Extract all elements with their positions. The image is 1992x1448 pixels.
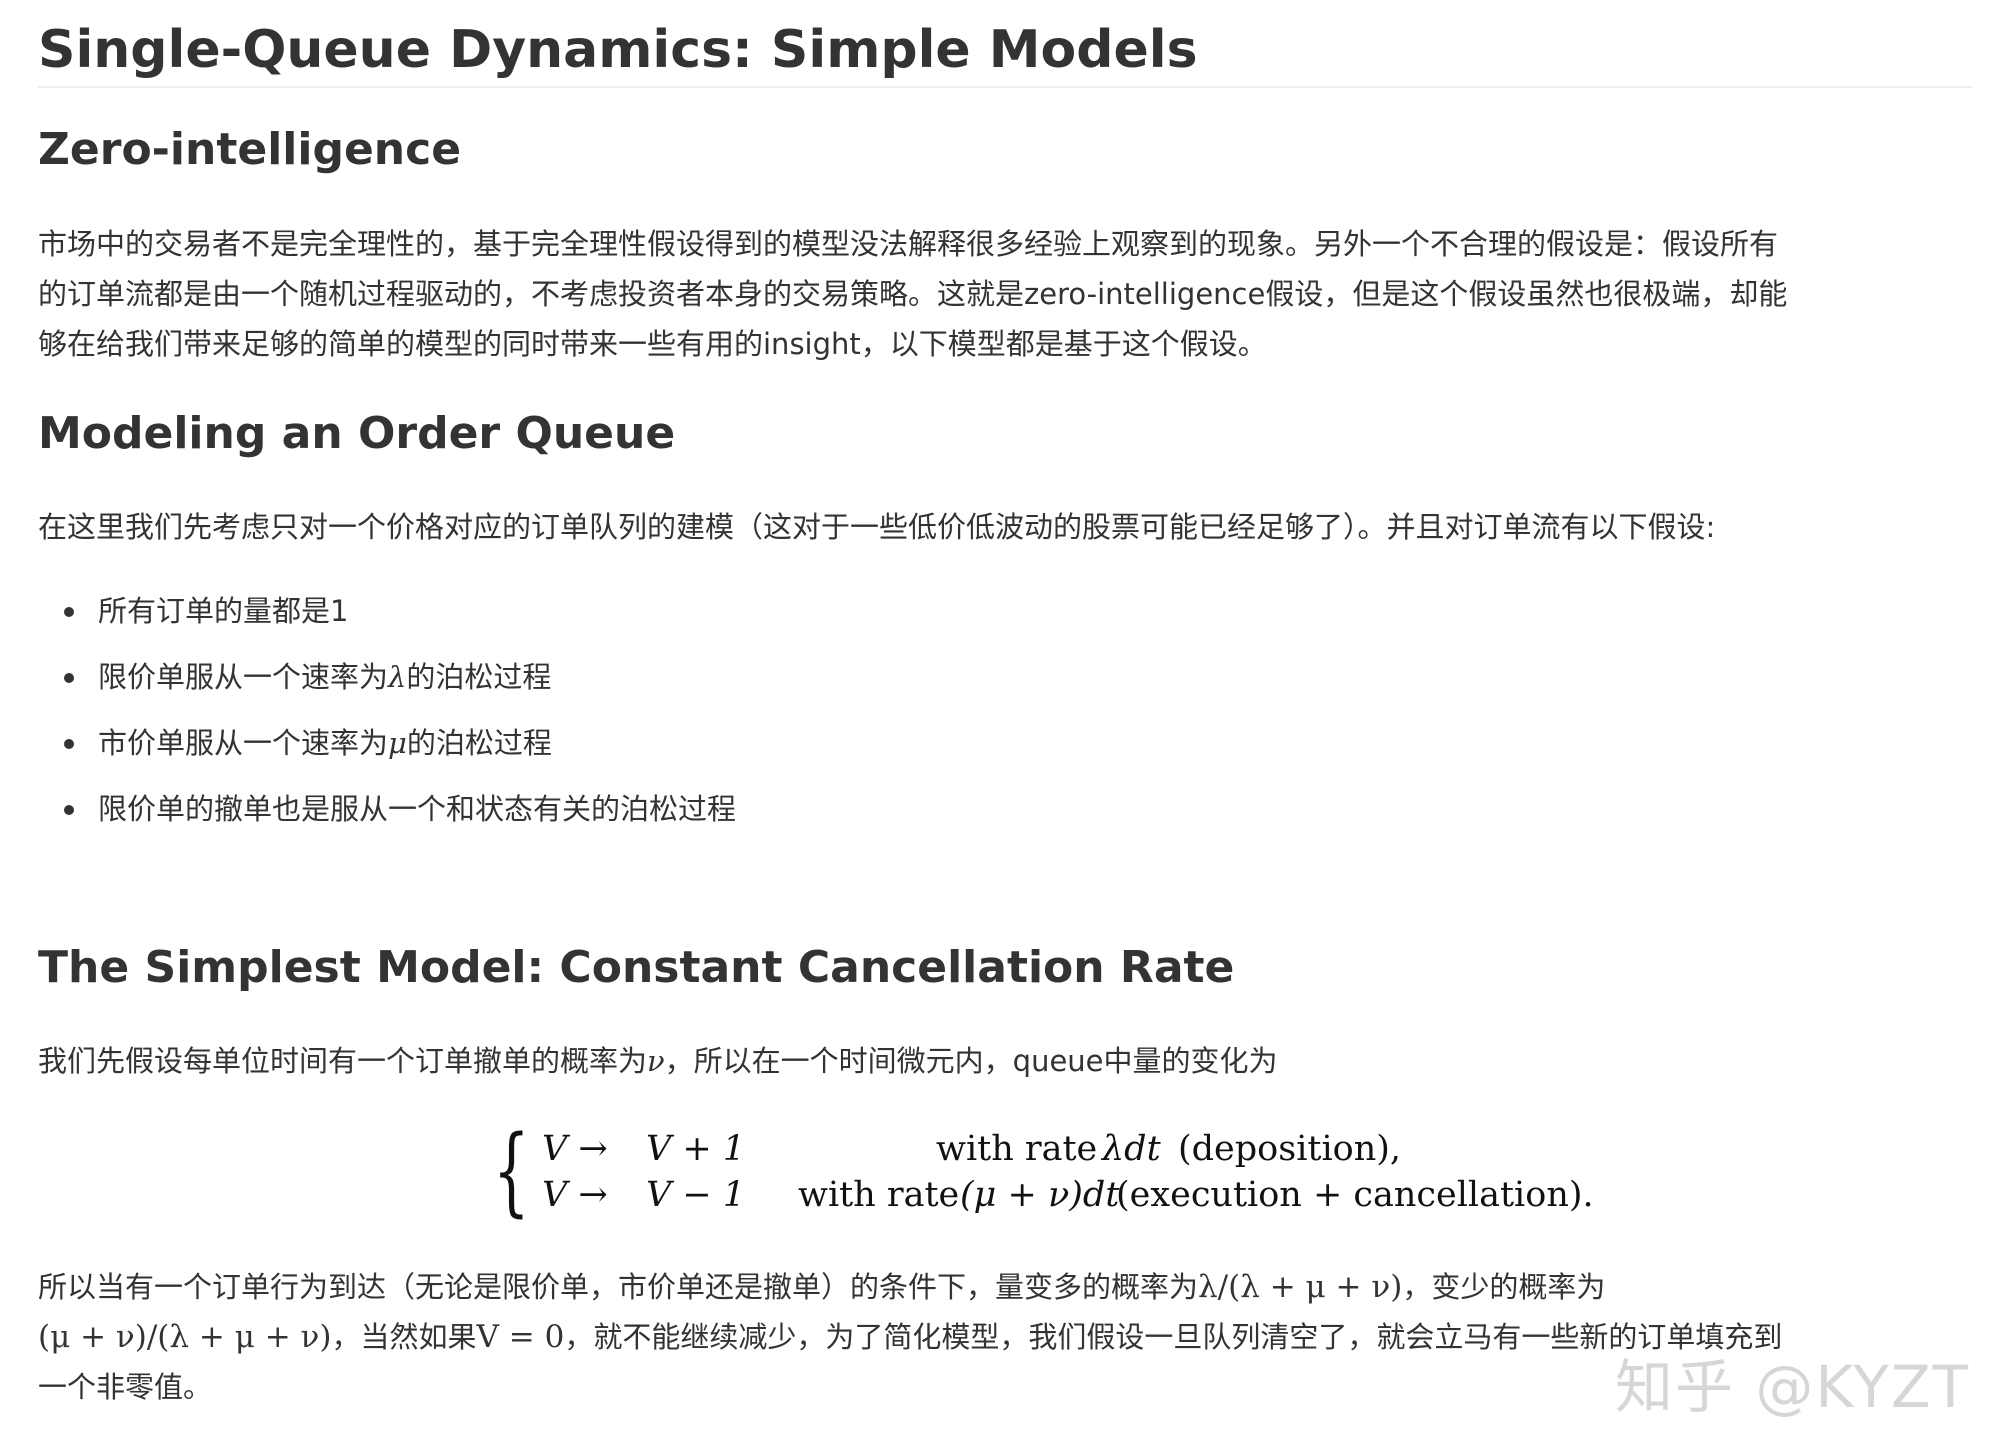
eq-note: (execution + cancellation). [1116, 1175, 1594, 1215]
eq-rhs: V + 1 [646, 1129, 746, 1169]
bullet-icon [64, 673, 74, 683]
list-item: 市价单服从一个速率为μ的泊松过程 [38, 710, 736, 776]
left-brace: { [493, 1115, 530, 1227]
paragraph-simplest-model: 我们先假设每单位时间有一个订单撤单的概率为ν，所以在一个时间微元内，queue中… [38, 1036, 1278, 1086]
assumption-list: 所有订单的量都是1 限价单服从一个速率为λ的泊松过程 市价单服从一个速率为μ的泊… [38, 578, 736, 842]
heading-order-queue: Modeling an Order Queue [38, 408, 676, 459]
eq-rhs: V − 1 [646, 1175, 746, 1215]
paragraph-line: 所以当有一个订单行为到达（无论是限价单，市价单还是撤单）的条件下，量变多的概率为… [38, 1262, 1974, 1312]
intro-text: 我们先假设每单位时间有一个订单撤单的概率为 [38, 1044, 648, 1078]
assumption-text: 的泊松过程 [406, 660, 552, 694]
math-symbol-mu: μ [388, 726, 407, 760]
assumption-text: 限价单服从一个速率为 [98, 660, 389, 694]
list-item: 所有订单的量都是1 [38, 578, 736, 644]
math-up-probability: λ/(λ + μ + ν) [1198, 1269, 1403, 1305]
assumption-text: 限价单的撤单也是服从一个和状态有关的泊松过程 [98, 792, 737, 826]
paragraph-result: 所以当有一个订单行为到达（无论是限价单，市价单还是撤单）的条件下，量变多的概率为… [38, 1262, 1974, 1412]
eq-with-rate: with rate [798, 1175, 960, 1215]
heading-simplest-model: The Simplest Model: Constant Cancellatio… [38, 942, 1235, 993]
list-item: 限价单服从一个速率为λ的泊松过程 [38, 644, 736, 710]
math-down-probability: (μ + ν)/(λ + μ + ν) [38, 1319, 332, 1355]
paragraph-line: 的订单流都是由一个随机过程驱动的，不考虑投资者本身的交易策略。这就是zero-i… [38, 277, 1788, 311]
paragraph-line: 够在给我们带来足够的简单的模型的同时带来一些有用的insight，以下模型都是基… [38, 327, 1267, 361]
zhihu-watermark: 知乎 @KYZT [1615, 1353, 1970, 1421]
bullet-icon [64, 607, 74, 617]
assumption-text: 市价单服从一个速率为 [98, 726, 389, 760]
eq-with-rate: with rate [936, 1129, 1098, 1169]
assumption-text: 的泊松过程 [406, 726, 552, 760]
paragraph-order-queue: 在这里我们先考虑只对一个价格对应的订单队列的建模（这对于一些低价低波动的股票可能… [38, 510, 1716, 544]
bullet-icon [64, 805, 74, 815]
assumption-text: 所有订单的量都是1 [98, 594, 349, 628]
paragraph-line: 一个非零值。 [38, 1370, 213, 1404]
result-text: 所以当有一个订单行为到达（无论是限价单，市价单还是撤单）的条件下，量变多的概率为 [38, 1270, 1199, 1304]
math-v-zero: V = 0 [476, 1319, 565, 1355]
result-text: ，变少的概率为 [1402, 1270, 1606, 1304]
document-page: Single-Queue Dynamics: Simple Models Zer… [38, 0, 1972, 1404]
eq-rate: (μ + ν)dt [960, 1175, 1120, 1215]
paragraph-line: (μ + ν)/(λ + μ + ν)，当然如果V = 0，就不能继续减少，为了… [38, 1312, 1974, 1362]
result-text: ，当然如果 [331, 1320, 477, 1354]
math-symbol-nu: ν [647, 1044, 665, 1078]
eq-lhs: V → [542, 1129, 608, 1169]
eq-rate: λdt [1102, 1129, 1161, 1169]
paragraph-zero-intelligence: 市场中的交易者不是完全理性的，基于完全理性假设得到的模型没法解释很多经验上观察到… [38, 219, 1974, 369]
eq-lhs: V → [542, 1175, 608, 1215]
math-symbol-lambda: λ [388, 660, 407, 694]
heading-zero-intelligence: Zero-intelligence [38, 124, 462, 175]
equation-system: { V → V + 1 with rate λdt (deposition), … [38, 1116, 1972, 1242]
result-text: ，就不能继续减少，为了简化模型，我们假设一旦队列清空了，就会立马有一些新的订单填… [564, 1320, 1783, 1354]
intro-text: ，所以在一个时间微元内，queue中量的变化为 [664, 1044, 1278, 1078]
page-title: Single-Queue Dynamics: Simple Models [38, 18, 1972, 88]
bullet-icon [64, 739, 74, 749]
paragraph-line: 市场中的交易者不是完全理性的，基于完全理性假设得到的模型没法解释很多经验上观察到… [38, 227, 1779, 261]
eq-note: (deposition), [1178, 1129, 1402, 1169]
list-item: 限价单的撤单也是服从一个和状态有关的泊松过程 [38, 776, 736, 842]
